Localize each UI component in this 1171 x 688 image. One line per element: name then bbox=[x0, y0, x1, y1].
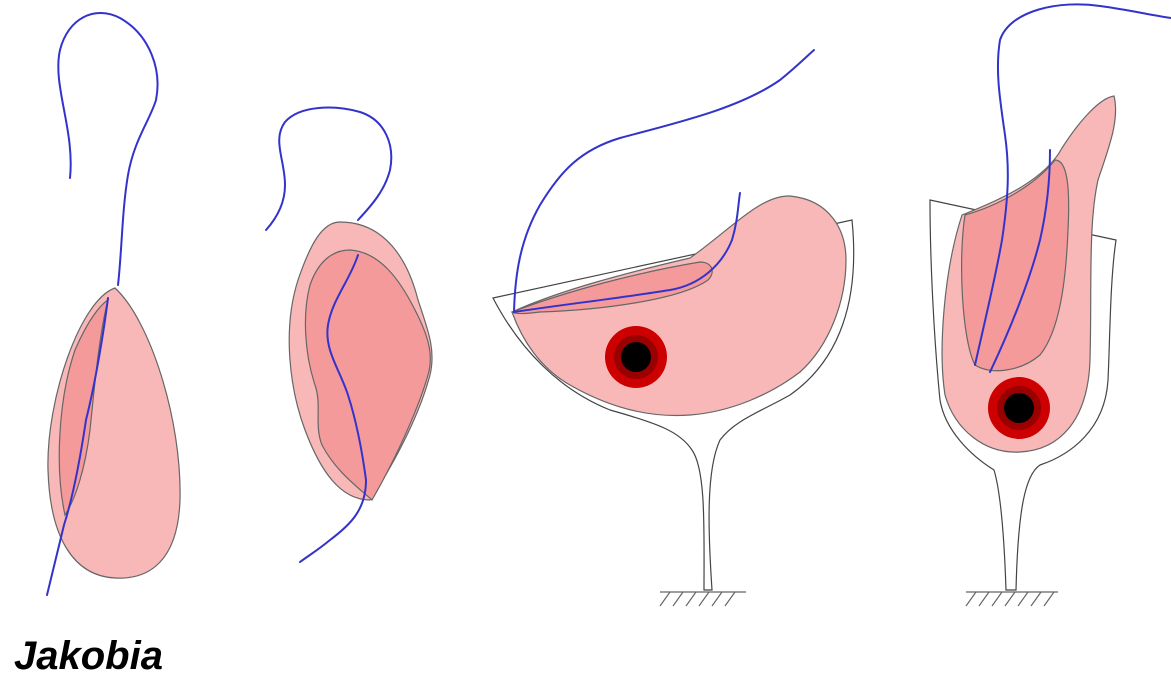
cell-4 bbox=[930, 4, 1171, 606]
cell-4-substrate-hatch bbox=[966, 592, 1054, 606]
jakobia-diagram bbox=[0, 0, 1171, 620]
figure-caption: Jakobia bbox=[14, 636, 163, 676]
cell-3-organelle-core bbox=[621, 342, 651, 372]
cell-4-organelle-core bbox=[1004, 393, 1034, 423]
cell-2 bbox=[266, 108, 432, 562]
cell-2-anterior-flagellum bbox=[266, 108, 391, 230]
cell-3 bbox=[493, 50, 854, 606]
cell-3-substrate-hatch bbox=[660, 592, 735, 606]
cell-1 bbox=[47, 13, 180, 595]
cell-1-anterior-flagellum bbox=[58, 13, 157, 285]
